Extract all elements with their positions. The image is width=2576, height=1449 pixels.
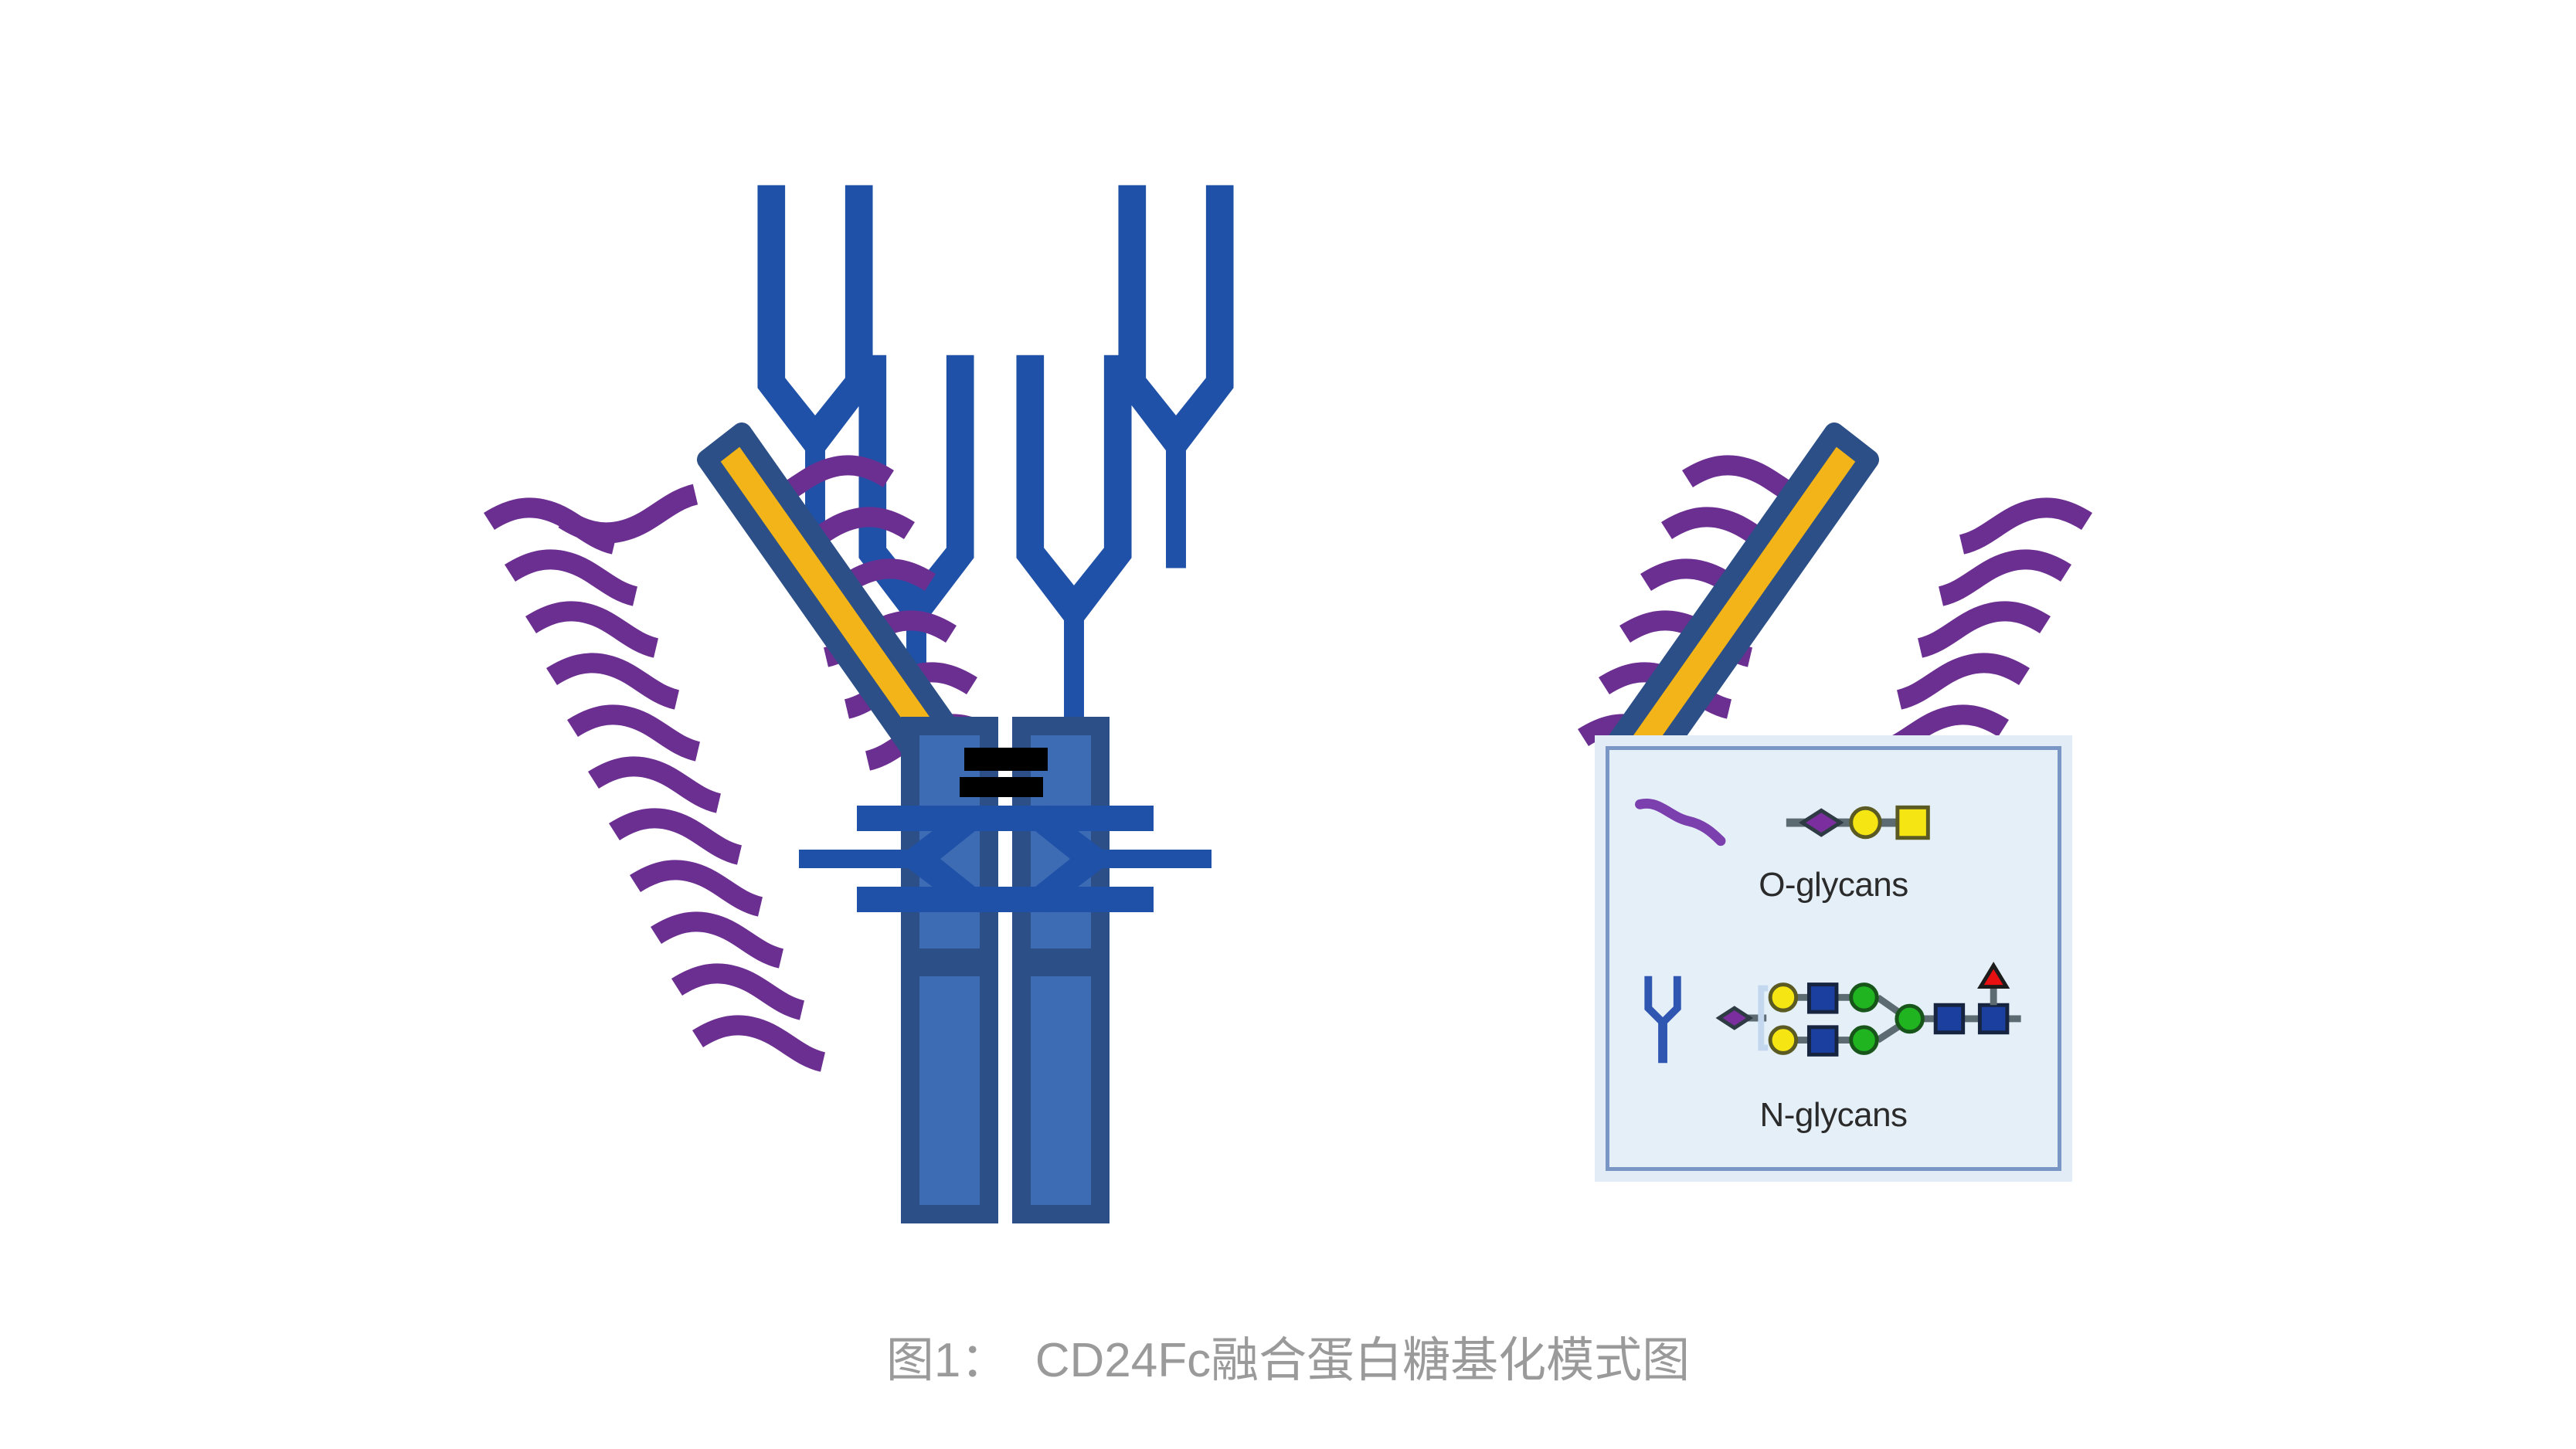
legend-n-symbols [1609, 960, 2058, 1076]
blue-fork-icon [1644, 976, 1681, 1064]
legend-row-o-glycans: O-glycans [1609, 767, 2058, 945]
disulfide-bonds [960, 748, 1048, 797]
legend-o-glycan-svg [1635, 798, 1930, 847]
n-glycan-top-inner-right [1016, 355, 1132, 738]
gal-circle-icon [1849, 806, 1882, 840]
legend-o-symbols [1609, 767, 2058, 883]
legend-label-o-glycans: O-glycans [1759, 866, 1908, 904]
o-glycan-residue-chain [1786, 805, 1930, 840]
legend-label-n-glycans: N-glycans [1759, 1096, 1908, 1134]
legend-row-n-glycans: N-glycans [1609, 960, 2058, 1169]
n-glycan-core [1895, 1003, 2021, 1035]
fc-chain-right [1012, 717, 1110, 1223]
mucin-domain-right [1604, 422, 1879, 782]
n-glycan-upper-antenna [1768, 982, 1911, 1022]
n-glycan-top-outer-right [1118, 185, 1234, 568]
legend-n-glycan-svg [1644, 962, 2021, 1064]
purple-squiggle-icon [1635, 798, 1726, 847]
glycan-legend-inner: O-glycans [1606, 746, 2061, 1171]
figure-caption: 图1： CD24Fc融合蛋白糖基化模式图 [885, 1334, 1691, 1387]
n-glycan-lower-antenna [1768, 1017, 1911, 1057]
neuac-diamond-icon [1798, 808, 1844, 837]
glycan-legend-panel: O-glycans [1595, 735, 2072, 1182]
galnac-square-icon [1895, 805, 1930, 840]
fc-chain-left [901, 717, 998, 1223]
fuc-triangle-icon [1976, 962, 2010, 1006]
